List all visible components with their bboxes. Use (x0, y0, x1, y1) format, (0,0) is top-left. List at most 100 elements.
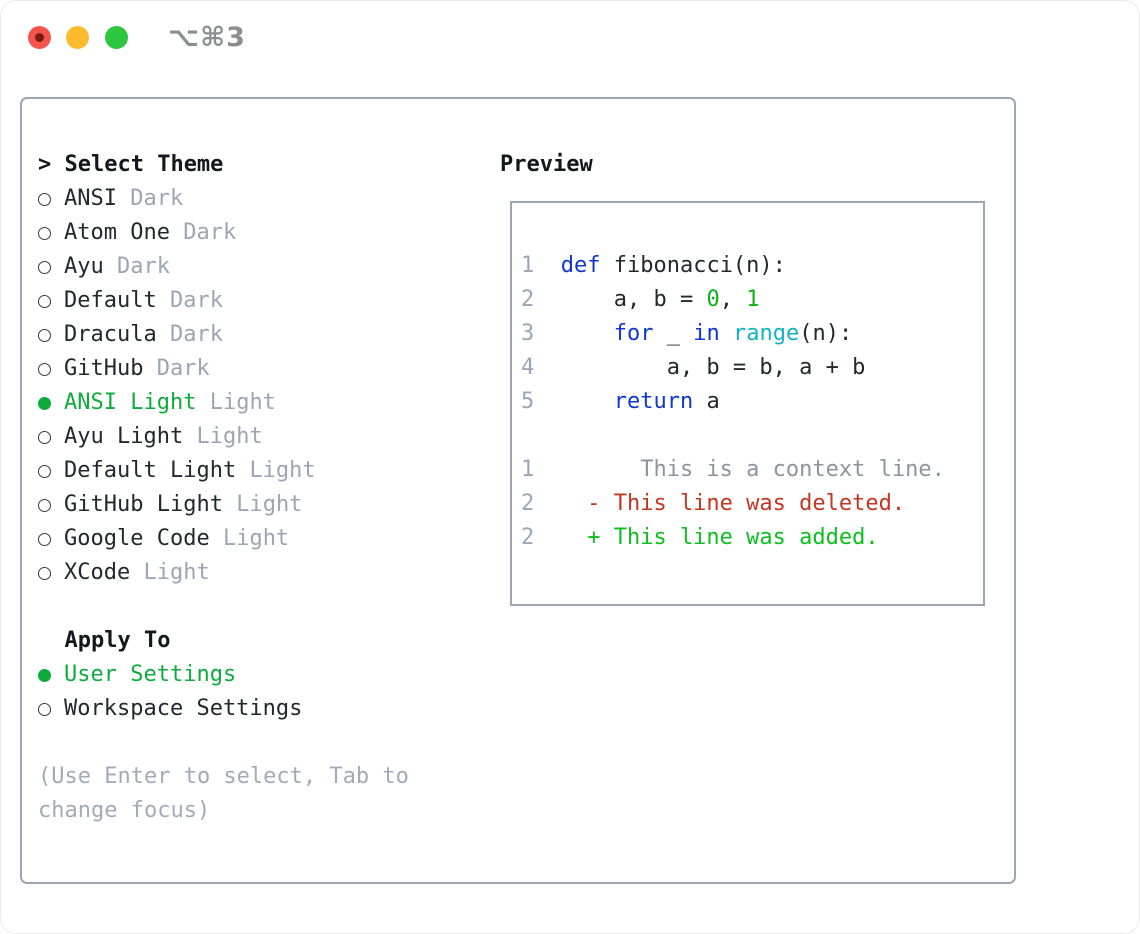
titlebar: ⌥⌘3 (0, 0, 1140, 75)
radio-unselected-icon (38, 499, 51, 512)
code-segment: This is a context line. (560, 457, 945, 482)
minimize-button[interactable] (66, 26, 89, 49)
theme-option-ansi[interactable]: ANSI Dark (38, 182, 409, 216)
radio-unselected-icon (38, 295, 51, 308)
theme-option-variant: Dark (156, 356, 210, 381)
theme-option-ayu[interactable]: Ayu Dark (38, 250, 409, 284)
theme-option-default[interactable]: Default Dark (38, 284, 409, 318)
code-segment: for (613, 321, 654, 346)
code-segment: , (719, 287, 747, 312)
spacer (38, 590, 409, 624)
theme-option-name: Dracula (64, 322, 157, 347)
radio-unselected-icon (38, 363, 51, 376)
code-segment: a, b = (560, 287, 707, 312)
theme-option-default-light[interactable]: Default Light Light (38, 454, 409, 488)
code-segment: def (560, 253, 601, 278)
indent-spacer (38, 624, 64, 658)
select-theme-label: Select Theme (64, 152, 224, 177)
code-segment: 0 (706, 287, 720, 312)
line-number: 2 (521, 525, 535, 550)
close-button[interactable] (28, 26, 51, 49)
code-segment: 1 (746, 287, 760, 312)
theme-option-variant: Dark (169, 322, 223, 347)
apply-to-label: Apply To (64, 628, 171, 653)
code-segment (561, 321, 614, 346)
theme-option-variant: Light (196, 424, 263, 449)
theme-option-name: Default Light (64, 458, 237, 483)
help-text-line: (Use Enter to select, Tab to (38, 760, 409, 794)
code-segment: a (693, 389, 720, 414)
code-segment: fibonacci(n): (600, 253, 786, 278)
theme-option-name: Ayu Light (64, 424, 184, 449)
theme-option-variant: Light (143, 560, 210, 585)
theme-option-dracula[interactable]: Dracula Dark (38, 318, 409, 352)
code-line (521, 419, 945, 453)
theme-option-ansi-light[interactable]: ANSI Light Light (38, 386, 409, 420)
apply-option-user-settings[interactable]: User Settings (38, 658, 409, 692)
help-text: (Use Enter to select, Tab to (38, 764, 409, 789)
radio-unselected-icon (38, 329, 51, 342)
apply-option-name: User Settings (64, 662, 237, 687)
radio-unselected-icon (38, 261, 51, 274)
theme-option-name: ANSI Light (64, 390, 197, 415)
theme-option-xcode[interactable]: XCode Light (38, 556, 409, 590)
close-button-dot-icon (35, 33, 44, 42)
code-segment: range (732, 321, 800, 346)
help-text-line: change focus) (38, 794, 409, 828)
theme-option-variant: Light (236, 492, 303, 517)
window-shortcut-label: ⌥⌘3 (168, 22, 246, 53)
theme-option-name: Ayu (64, 254, 104, 279)
theme-option-github[interactable]: GitHub Dark (38, 352, 409, 386)
line-number: 2 (521, 491, 535, 516)
radio-selected-icon (38, 397, 51, 410)
code-line: 2 + This line was added. (521, 521, 945, 555)
theme-option-name: Google Code (64, 526, 210, 551)
theme-option-name: Default (64, 288, 157, 313)
code-line: 2 - This line was deleted. (521, 487, 945, 521)
line-number: 5 (521, 389, 535, 414)
code-segment: + This line was added. (560, 525, 879, 550)
line-number: 4 (521, 355, 535, 380)
theme-option-variant: Dark (117, 254, 170, 279)
theme-option-name: ANSI (64, 186, 117, 211)
code-segment (720, 321, 733, 346)
theme-option-name: GitHub Light (64, 492, 223, 517)
theme-option-github-light[interactable]: GitHub Light Light (38, 488, 409, 522)
theme-option-atom-one[interactable]: Atom One Dark (38, 216, 409, 250)
code-segment: a, b = b, a + b (560, 355, 866, 380)
theme-option-variant: Light (222, 526, 290, 551)
theme-option-ayu-light[interactable]: Ayu Light Light (38, 420, 409, 454)
line-number: 2 (521, 287, 535, 312)
select-theme-header: >Select Theme (38, 148, 409, 182)
maximize-button[interactable] (105, 26, 128, 49)
line-number: 1 (521, 457, 535, 482)
radio-selected-icon (38, 669, 51, 682)
code-segment (561, 389, 614, 414)
radio-unselected-icon (38, 227, 51, 240)
radio-unselected-icon (38, 567, 51, 580)
code-line: 2 a, b = 0, 1 (521, 283, 945, 317)
theme-option-name: GitHub (64, 356, 144, 381)
help-text: change focus) (38, 798, 211, 823)
theme-option-variant: Dark (130, 186, 184, 211)
code-line: 1 This is a context line. (521, 453, 945, 487)
code-segment: _ (653, 321, 694, 346)
radio-unselected-icon (38, 193, 51, 206)
theme-option-variant: Light (209, 390, 276, 415)
preview-title: Preview (500, 152, 593, 177)
radio-unselected-icon (38, 533, 51, 546)
theme-option-name: Atom One (64, 220, 170, 245)
apply-option-workspace-settings[interactable]: Workspace Settings (38, 692, 409, 726)
theme-option-google-code[interactable]: Google Code Light (38, 522, 409, 556)
spacer (38, 726, 409, 760)
apply-to-header: Apply To (38, 624, 409, 658)
code-segment: in (693, 321, 720, 346)
line-number: 3 (521, 321, 535, 346)
code-line: 3 for _ in range(n): (521, 317, 945, 351)
